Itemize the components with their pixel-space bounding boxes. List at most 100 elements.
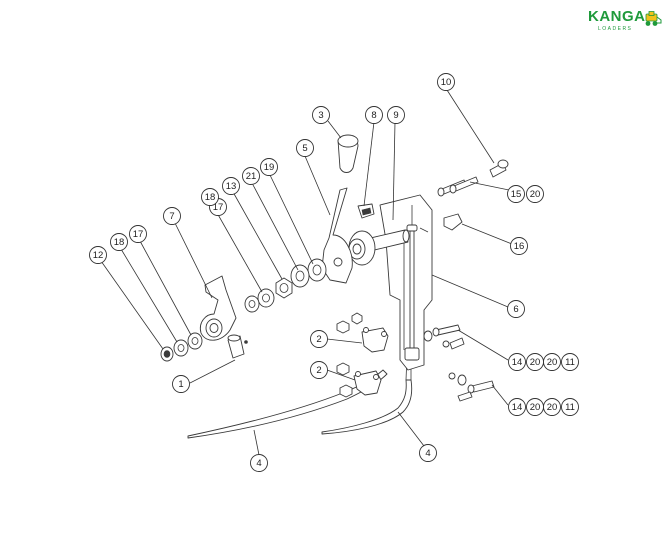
callout-label: 11 xyxy=(565,402,575,413)
callout-circle xyxy=(561,398,579,416)
callout-label: 17 xyxy=(213,202,224,213)
callout-label: 2 xyxy=(316,365,321,376)
callout-label: 1 xyxy=(178,379,183,390)
callout-1: 1 xyxy=(172,375,190,393)
logo-sub-text: LOADERS xyxy=(598,26,633,32)
callout-label: 5 xyxy=(302,143,307,154)
callout-label: 19 xyxy=(264,162,275,173)
callout-9: 9 xyxy=(387,106,405,124)
callout-circle xyxy=(242,167,260,185)
leader-lines xyxy=(100,89,513,456)
parts-drawing xyxy=(160,134,509,439)
callout-circle xyxy=(561,353,579,371)
callout-14: 14 xyxy=(508,353,526,371)
washer-18 xyxy=(257,288,275,308)
callout-label: 20 xyxy=(530,402,541,413)
callout-label: 14 xyxy=(512,357,523,368)
callout-circle xyxy=(222,177,240,195)
callout-14: 14 xyxy=(508,398,526,416)
callout-15: 15 xyxy=(507,185,525,203)
callout-circle xyxy=(296,139,314,157)
callout-circle xyxy=(507,300,525,318)
callout-circle xyxy=(526,185,544,203)
callout-2: 2 xyxy=(310,330,328,348)
callout-circle xyxy=(201,188,219,206)
callout-4: 4 xyxy=(250,454,268,472)
callout-19: 19 xyxy=(260,158,278,176)
control-lever xyxy=(321,187,353,284)
washer-18-left xyxy=(173,339,189,357)
callout-label: 20 xyxy=(547,402,558,413)
washer-21 xyxy=(307,258,327,282)
spring-clip xyxy=(443,213,463,231)
callout-circle xyxy=(129,225,147,243)
callout-20: 20 xyxy=(526,185,544,203)
callout-label: 20 xyxy=(547,357,558,368)
callout-label: 13 xyxy=(226,181,237,192)
actuator-rod xyxy=(409,227,415,353)
callout-13: 13 xyxy=(222,177,240,195)
callout-2: 2 xyxy=(310,361,328,379)
callout-circle xyxy=(543,398,561,416)
callout-16: 16 xyxy=(510,237,528,255)
callout-label: 18 xyxy=(114,237,125,248)
callout-circle xyxy=(260,158,278,176)
callout-5: 5 xyxy=(296,139,314,157)
callout-11: 11 xyxy=(561,398,579,416)
callout-6: 6 xyxy=(507,300,525,318)
callout-circle xyxy=(437,73,455,91)
callout-20: 20 xyxy=(543,398,561,416)
tine-left xyxy=(187,369,388,439)
callout-circle xyxy=(387,106,405,124)
callout-label: 20 xyxy=(530,189,541,200)
callout-circle xyxy=(312,106,330,124)
loader-vehicle-icon xyxy=(645,11,662,26)
callout-21: 21 xyxy=(242,167,260,185)
callout-circle xyxy=(510,237,528,255)
callout-label: 7 xyxy=(169,211,174,222)
callout-label: 12 xyxy=(93,250,104,261)
callout-circle xyxy=(508,353,526,371)
callout-label: 4 xyxy=(256,458,261,469)
washer-17 xyxy=(244,295,260,313)
callout-20: 20 xyxy=(526,398,544,416)
callout-label: 18 xyxy=(205,192,216,203)
callout-circle xyxy=(310,330,328,348)
callout-circle xyxy=(310,361,328,379)
callout-4: 4 xyxy=(419,444,437,462)
callout-10: 10 xyxy=(437,73,455,91)
callout-label: 4 xyxy=(425,448,430,459)
callout-18: 18 xyxy=(110,233,128,251)
logo-brand-text: KANGA xyxy=(588,8,646,25)
callout-label: 3 xyxy=(318,110,323,121)
callout-20: 20 xyxy=(543,353,561,371)
callout-circle xyxy=(172,375,190,393)
callout-label: 14 xyxy=(512,402,523,413)
washer-17-left xyxy=(187,332,203,350)
callout-circle xyxy=(419,444,437,462)
callout-3: 3 xyxy=(312,106,330,124)
callout-label: 15 xyxy=(511,189,522,200)
callout-7: 7 xyxy=(163,207,181,225)
callout-8: 8 xyxy=(365,106,383,124)
callout-circle xyxy=(89,246,107,264)
callout-circle xyxy=(110,233,128,251)
callout-label: 21 xyxy=(246,171,257,182)
callout-label: 11 xyxy=(565,357,575,368)
callout-label: 8 xyxy=(371,110,376,121)
callout-label: 6 xyxy=(513,304,518,315)
washer-19 xyxy=(290,264,310,288)
callout-label: 17 xyxy=(133,229,144,240)
callout-label: 16 xyxy=(514,241,525,252)
callout-circle xyxy=(508,398,526,416)
main-bracket xyxy=(379,194,433,371)
callout-label: 20 xyxy=(530,357,541,368)
callout-circle xyxy=(543,353,561,371)
callout-circle xyxy=(507,185,525,203)
callout-circle xyxy=(250,454,268,472)
callout-label: 2 xyxy=(316,334,321,345)
callout-18: 18 xyxy=(201,188,219,206)
kanga-logo: KANGA LOADERS xyxy=(588,9,662,43)
